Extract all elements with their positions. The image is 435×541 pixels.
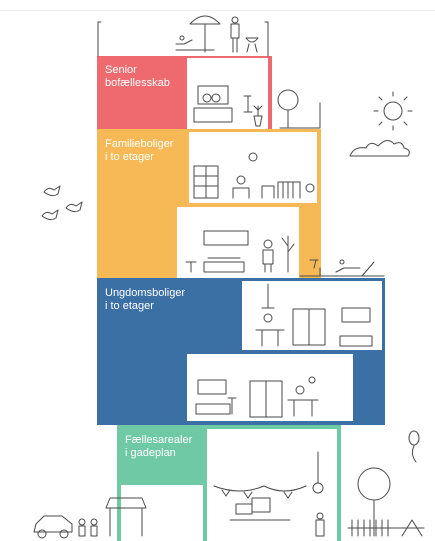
family-upper-interior: [193, 152, 315, 199]
common-hall-interior: [213, 451, 324, 521]
market-stall-icon: [105, 497, 147, 537]
youth-housing-label: Ungdomsboliger i to etager: [105, 287, 186, 312]
common-area-label: Fællesarealer i gadeplan: [125, 434, 193, 459]
cloud-icon: [349, 140, 410, 157]
tree-icon: [277, 89, 299, 129]
person-icon: [230, 16, 240, 53]
family-lower-window: [177, 207, 299, 278]
fence-icon: [347, 519, 401, 537]
senior-interior: [193, 85, 263, 127]
balloon-icon: [408, 430, 420, 463]
ground-level: [33, 430, 425, 539]
grill-icon: [245, 37, 259, 53]
birds-icon: [41, 185, 83, 221]
top-divider: [0, 10, 435, 11]
family-upper-window: [189, 132, 317, 203]
terrace-railing: [279, 102, 321, 129]
people-icon: [78, 518, 98, 537]
senior-housing-label: Senior bofællesskab: [105, 64, 170, 89]
right-tree-icon: [357, 467, 391, 537]
lounge-chair-icon: [175, 35, 193, 45]
youth-upper-interior: [255, 283, 373, 347]
youth-lower-interior: [195, 376, 319, 418]
youth-upper-window: [242, 281, 382, 350]
family-lower-interior: [185, 230, 295, 273]
sun-icon: [373, 91, 413, 131]
common-area-block: [117, 425, 341, 541]
family-housing-label: Familieboliger i to etager: [105, 138, 174, 163]
roof-terrace: [97, 15, 269, 57]
common-area-hall-window: [207, 429, 337, 541]
common-area-cafe-window: [121, 485, 203, 541]
youth-lower-window: [187, 354, 353, 421]
family-terrace: [299, 259, 385, 277]
bench-icon: [399, 519, 425, 537]
car-icon: [33, 515, 73, 539]
plant-icon: [253, 105, 263, 127]
family-housing-block: [97, 129, 321, 278]
youth-housing-block: [97, 278, 385, 425]
parasol-icon: [189, 15, 221, 53]
